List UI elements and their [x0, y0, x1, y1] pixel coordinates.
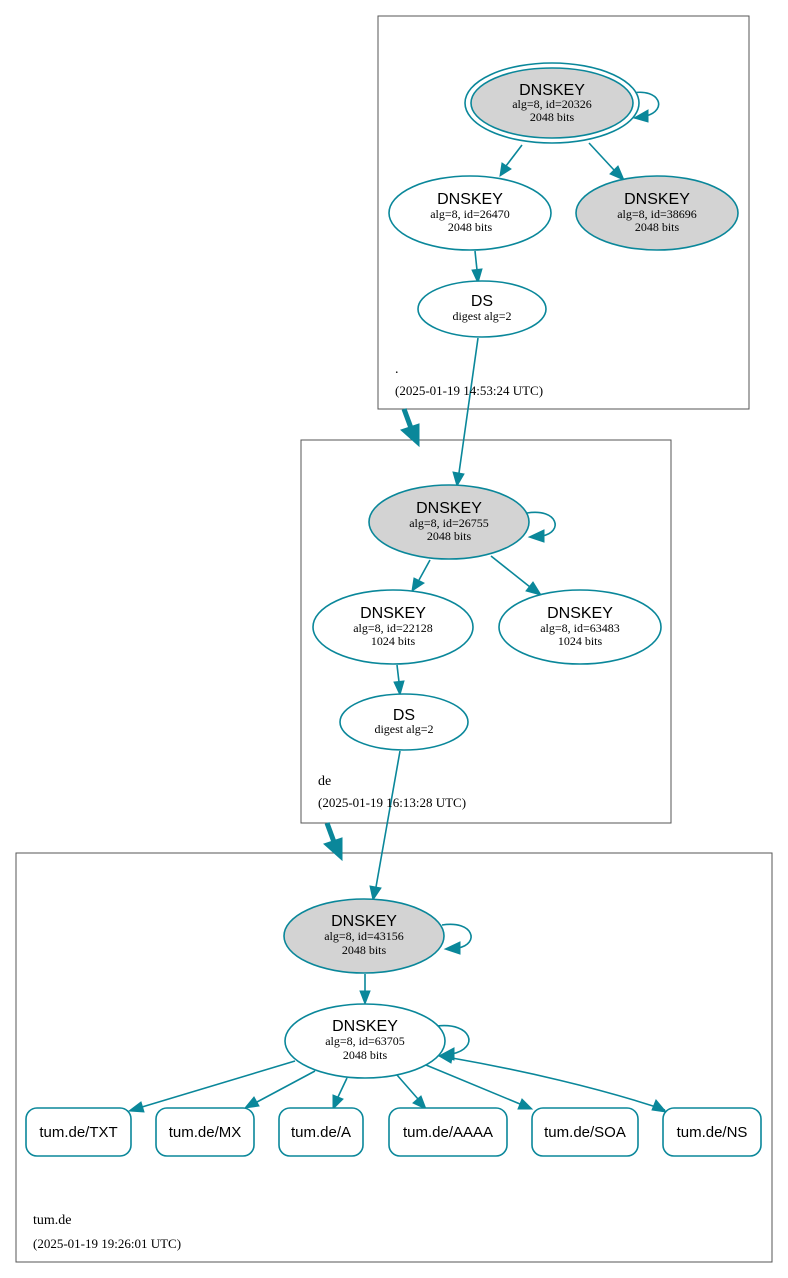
- edge-zsk63705-to-a: [332, 1077, 348, 1111]
- ds-type-label: DS: [471, 293, 493, 310]
- edge-root-ds-to-de-ksk: [452, 337, 479, 488]
- rrset-node-txt[interactable]: tum.de/TXT: [25, 1107, 132, 1157]
- dnskey-type-label: DNSKEY: [332, 1018, 398, 1035]
- edge-ksk20326-self: [631, 91, 660, 123]
- zone-timestamp-root: (2025-01-19 14:53:24 UTC): [395, 383, 543, 398]
- delegation-arrow-de-to-tum: [323, 822, 343, 862]
- dnskey-size-label: 1024 bits: [371, 634, 416, 648]
- edge-de-ds-to-tum-ksk: [369, 750, 401, 902]
- zone-name-de: de: [318, 774, 331, 789]
- edge-zsk63705-to-aaaa: [396, 1074, 427, 1110]
- dnskey-size-label: 2048 bits: [343, 1048, 388, 1062]
- edge-ksk26755-to-zsk63483: [490, 555, 543, 596]
- edge-zsk63705-to-soa: [425, 1064, 534, 1110]
- dnskey-info-label: alg=8, id=43156: [324, 929, 404, 943]
- edge-ksk26755-to-zsk22128: [411, 559, 431, 593]
- edge-zsk63705-to-mx: [243, 1070, 316, 1109]
- dnskey-size-label: 1024 bits: [558, 634, 603, 648]
- ds-info-label: digest alg=2: [374, 722, 433, 736]
- edge-ksk43156-self: [441, 923, 472, 955]
- dnskey-type-label: DNSKEY: [547, 605, 613, 622]
- dnskey-type-label: DNSKEY: [437, 191, 503, 208]
- edge-ksk43156-to-zsk63705: [359, 974, 371, 1006]
- zone-timestamp-de: (2025-01-19 16:13:28 UTC): [318, 795, 466, 810]
- dnskey-node-26755[interactable]: DNSKEY alg=8, id=26755 2048 bits: [368, 484, 530, 560]
- edge-zsk63705-to-txt: [127, 1060, 296, 1113]
- dnskey-node-26470[interactable]: DNSKEY alg=8, id=26470 2048 bits: [388, 175, 552, 251]
- dnskey-size-label: 2048 bits: [530, 110, 575, 124]
- rrset-node-ns[interactable]: tum.de/NS: [662, 1107, 762, 1157]
- ds-type-label: DS: [393, 707, 415, 724]
- edge-zsk22128-to-ds: [393, 664, 405, 697]
- dnskey-info-label: alg=8, id=26755: [409, 516, 489, 530]
- rrset-label: tum.de/MX: [169, 1124, 242, 1141]
- dnskey-info-label: alg=8, id=20326: [512, 97, 592, 111]
- dnskey-type-label: DNSKEY: [519, 82, 585, 99]
- dnskey-type-label: DNSKEY: [331, 913, 397, 930]
- rrset-label: tum.de/A: [291, 1124, 351, 1141]
- dnskey-node-63483[interactable]: DNSKEY alg=8, id=63483 1024 bits: [498, 589, 662, 665]
- dnskey-size-label: 2048 bits: [342, 943, 387, 957]
- rrset-label: tum.de/NS: [677, 1124, 748, 1141]
- rrset-label: tum.de/AAAA: [403, 1124, 493, 1141]
- ds-node-de[interactable]: DS digest alg=2: [339, 693, 469, 751]
- ds-node-root[interactable]: DS digest alg=2: [417, 280, 547, 338]
- rrset-label: tum.de/TXT: [39, 1124, 117, 1141]
- dnskey-info-label: alg=8, id=22128: [353, 621, 433, 635]
- rrset-node-soa[interactable]: tum.de/SOA: [531, 1107, 639, 1157]
- delegation-arrow-root-to-de: [400, 408, 420, 448]
- edge-zsk26470-to-ds: [471, 250, 483, 285]
- dnskey-node-43156[interactable]: DNSKEY alg=8, id=43156 2048 bits: [283, 898, 445, 974]
- dnskey-info-label: alg=8, id=63705: [325, 1034, 405, 1048]
- zone-timestamp-tum-de: (2025-01-19 19:26:01 UTC): [33, 1236, 181, 1251]
- zone-name-root: .: [395, 362, 399, 377]
- dnskey-type-label: DNSKEY: [416, 500, 482, 517]
- dnskey-node-63705[interactable]: DNSKEY alg=8, id=63705 2048 bits: [284, 1003, 446, 1079]
- dnskey-info-label: alg=8, id=38696: [617, 207, 697, 221]
- edge-ns-to-zsk63705: [437, 1052, 668, 1113]
- rrset-node-mx[interactable]: tum.de/MX: [155, 1107, 255, 1157]
- dnskey-info-label: alg=8, id=63483: [540, 621, 620, 635]
- dnskey-info-label: alg=8, id=26470: [430, 207, 510, 221]
- dnskey-node-22128[interactable]: DNSKEY alg=8, id=22128 1024 bits: [312, 589, 474, 665]
- rrset-node-a[interactable]: tum.de/A: [278, 1107, 364, 1157]
- dnskey-type-label: DNSKEY: [624, 191, 690, 208]
- zone-name-tum-de: tum.de: [33, 1213, 72, 1228]
- dnskey-node-38696[interactable]: DNSKEY alg=8, id=38696 2048 bits: [575, 175, 739, 251]
- edge-ksk20326-to-key38696: [588, 142, 625, 181]
- dnskey-node-20326[interactable]: DNSKEY alg=8, id=20326 2048 bits: [464, 62, 640, 144]
- dnskey-size-label: 2048 bits: [635, 220, 680, 234]
- edge-ksk20326-to-zsk26470: [499, 144, 523, 178]
- rrset-label: tum.de/SOA: [544, 1124, 626, 1141]
- edge-ksk26755-self: [526, 511, 556, 543]
- ds-info-label: digest alg=2: [452, 309, 511, 323]
- dnskey-size-label: 2048 bits: [427, 529, 472, 543]
- rrset-node-aaaa[interactable]: tum.de/AAAA: [388, 1107, 508, 1157]
- dnskey-type-label: DNSKEY: [360, 605, 426, 622]
- dnskey-size-label: 2048 bits: [448, 220, 493, 234]
